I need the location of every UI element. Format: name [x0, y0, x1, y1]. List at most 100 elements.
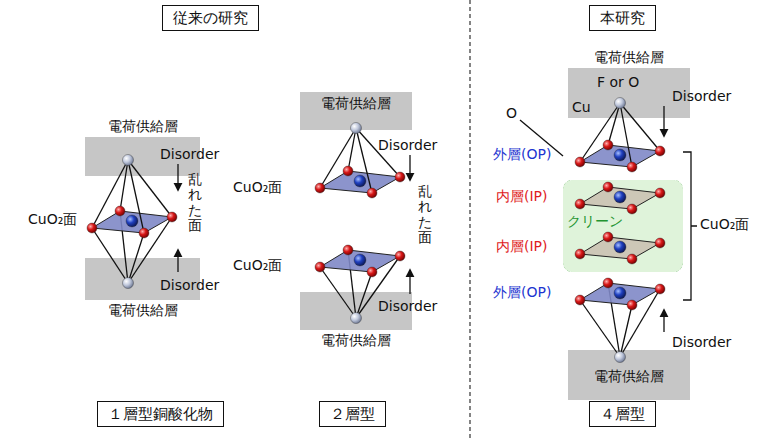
node-text: ２層型 [330, 405, 375, 423]
label: O [506, 105, 517, 122]
caption-box: 本研究 [589, 5, 656, 31]
label: Disorder [160, 277, 219, 294]
node-text: 本研究 [600, 9, 645, 27]
atom [627, 254, 637, 264]
node-text: 電荷供給層 [85, 302, 200, 319]
divider [469, 0, 470, 438]
atom [603, 278, 613, 288]
node-text: １層型銅酸化物 [108, 405, 213, 423]
label: Cu [572, 99, 591, 116]
node-text: クリーン [567, 213, 623, 230]
cuo2-plane [320, 250, 400, 272]
node-text: 電荷供給層 [85, 118, 200, 135]
atom [627, 300, 637, 310]
atom [603, 140, 613, 150]
atom [139, 228, 149, 238]
atom [575, 249, 585, 259]
cuo2-plane [580, 145, 660, 167]
bond [608, 103, 620, 145]
atom [615, 352, 626, 363]
node-text: 電荷供給層 [300, 95, 412, 112]
atom [655, 238, 665, 248]
label: CuO₂面 [700, 216, 749, 233]
atom [126, 215, 138, 227]
arrow [177, 250, 178, 272]
bond [580, 300, 620, 357]
atom [115, 206, 125, 216]
layer-fill [568, 350, 690, 400]
atom [395, 251, 405, 261]
atom [354, 175, 366, 187]
label: 外層(OP) [493, 146, 551, 163]
atom [627, 204, 637, 214]
bond [620, 289, 660, 357]
bond [348, 128, 356, 171]
atom [614, 149, 626, 161]
atom [315, 262, 325, 272]
label: F or O [597, 74, 639, 91]
label: 内層(IP) [496, 188, 548, 205]
atom [123, 155, 134, 166]
atom [627, 162, 637, 172]
cuo2-plane [580, 237, 660, 259]
label: 乱れた面 [418, 184, 432, 246]
node-text: 従来の研究 [173, 9, 248, 27]
layer-fill [568, 68, 690, 118]
caption-box: ２層型 [319, 401, 386, 427]
arrow [177, 164, 178, 190]
caption-box: １層型銅酸化物 [97, 401, 224, 427]
atom [351, 313, 362, 324]
atom [655, 284, 665, 294]
atom [87, 223, 97, 233]
atom [655, 188, 665, 198]
atom [367, 188, 377, 198]
atom [575, 157, 585, 167]
label: CuO₂面 [233, 257, 282, 274]
atom [655, 146, 665, 156]
caption-box: ４層型 [589, 401, 656, 427]
label: 内層(IP) [496, 238, 548, 255]
label: Disorder [672, 88, 731, 105]
atom [367, 267, 377, 277]
label: Disorder [672, 334, 731, 351]
cuo2-plane [580, 187, 660, 209]
atom [614, 241, 626, 253]
bond [120, 160, 128, 211]
label: CuO₂面 [233, 179, 282, 196]
atom [575, 295, 585, 305]
atom [603, 232, 613, 242]
cuo2-plane [580, 283, 660, 305]
bond [128, 217, 172, 283]
bracket [683, 152, 697, 300]
label: Disorder [378, 137, 437, 154]
atom [315, 183, 325, 193]
node-text: 電荷供給層 [568, 49, 690, 66]
caption-box: 従来の研究 [162, 5, 259, 31]
backgrounds [85, 68, 690, 400]
atom [603, 182, 613, 192]
bond [128, 233, 144, 283]
atom [123, 278, 134, 289]
node-text: 電荷供給層 [568, 368, 690, 385]
atom [167, 212, 177, 222]
bond [620, 305, 632, 357]
atom [614, 287, 626, 299]
bond [620, 103, 660, 151]
atom [395, 172, 405, 182]
layer-fill [563, 180, 683, 272]
arrow [409, 155, 410, 180]
arrow [409, 270, 410, 294]
atom [354, 254, 366, 266]
atom [343, 245, 353, 255]
label: CuO₂面 [28, 211, 77, 228]
label: 乱れた面 [188, 172, 202, 234]
label: Disorder [378, 298, 437, 315]
label: Disorder [160, 146, 219, 163]
atom [351, 123, 362, 134]
cuo2-plane [320, 171, 400, 193]
node-text: 電荷供給層 [300, 332, 412, 349]
atom [343, 166, 353, 176]
atom [615, 98, 626, 109]
bond [356, 272, 372, 318]
node-text: ４層型 [600, 405, 645, 423]
